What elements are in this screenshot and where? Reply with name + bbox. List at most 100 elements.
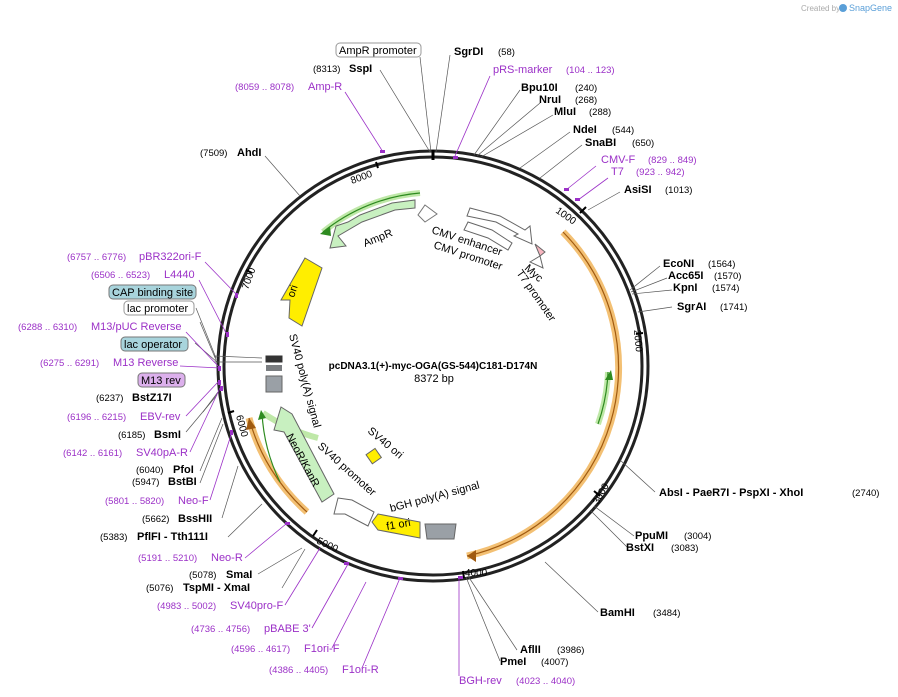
f1-ori-feature — [371, 513, 421, 539]
enzyme-tspmi[interactable]: TspMI - XmaI — [183, 582, 250, 594]
enzyme-asisi-pos: (1013) — [665, 185, 692, 196]
enzyme-bsshii[interactable]: BssHII — [178, 513, 212, 525]
enzyme-mlui[interactable]: MluI — [554, 106, 576, 118]
snapgene-logo-icon — [839, 4, 847, 12]
enzyme-bstbi[interactable]: BstBI — [168, 476, 197, 488]
enzyme-pflfi[interactable]: PflFI - Tth111I — [137, 531, 208, 543]
lac-promoter-label[interactable]: lac promoter — [127, 303, 188, 315]
enzyme-bstz17i[interactable]: BstZ17I — [132, 392, 172, 404]
enzyme-bpu10i-pos: (240) — [575, 83, 597, 94]
kb-ticks — [227, 161, 644, 579]
lac-operator-label[interactable]: lac operator — [124, 339, 182, 351]
primer-neo-f[interactable]: Neo-F — [178, 495, 209, 507]
ampr-feature — [329, 199, 416, 249]
ampr-promoter-box — [335, 42, 422, 58]
enzyme-aflii-pos: (3986) — [557, 645, 584, 656]
sv40-promoter-feature — [333, 497, 375, 527]
primer-t7[interactable]: T7 — [611, 166, 624, 178]
enzyme-nrui-pos: (268) — [575, 95, 597, 106]
tick-1000: 1000 — [553, 205, 578, 227]
enzyme-sgrdi[interactable]: SgrDI — [454, 46, 483, 58]
enzyme-bstxi[interactable]: BstXI — [626, 542, 654, 554]
enzyme-sgrai[interactable]: SgrAI — [677, 301, 706, 313]
primer-pbr322ori-f[interactable]: pBR322ori-F — [139, 251, 202, 263]
leader-lines — [185, 54, 673, 662]
neor-feature — [273, 406, 335, 503]
enzyme-bsmi[interactable]: BsmI — [154, 429, 181, 441]
enzyme-bpu10i[interactable]: Bpu10I — [521, 82, 558, 94]
primer-ebv-rev-range: (6196 .. 6215) — [67, 412, 126, 423]
primer-f1ori-f[interactable]: F1ori-F — [304, 643, 340, 655]
ori-label: ori — [285, 284, 300, 299]
primer-amp-r[interactable]: Amp-R — [308, 81, 342, 93]
primer-pbabe3[interactable]: pBABE 3' — [264, 623, 311, 635]
primer-cmv-f[interactable]: CMV-F — [601, 154, 636, 166]
enzyme-ndei[interactable]: NdeI — [573, 124, 597, 136]
primer-f1ori-f-range: (4596 .. 4617) — [231, 644, 290, 655]
enzyme-sspi[interactable]: SspI — [349, 63, 372, 75]
primer-t7-range: (923 .. 942) — [636, 167, 685, 178]
enzyme-nrui[interactable]: NruI — [539, 94, 561, 106]
myc-feature — [534, 243, 546, 257]
enzyme-pmei[interactable]: PmeI — [500, 656, 526, 668]
cap-site-box — [108, 284, 197, 300]
enzyme-mlui-pos: (288) — [589, 107, 611, 118]
primer-ebv-rev[interactable]: EBV-rev — [140, 411, 181, 423]
enzyme-snabi-pos: (650) — [632, 138, 654, 149]
enzyme-ahdi[interactable]: AhdI — [237, 147, 261, 159]
cap-site-label[interactable]: CAP binding site — [112, 287, 193, 299]
enzyme-aflii[interactable]: AflII — [520, 644, 541, 656]
enzyme-ppumi[interactable]: PpuMI — [635, 530, 668, 542]
plasmid-name: pcDNA3.1(+)-myc-OGA(GS-544)C181-D174N — [329, 361, 538, 372]
watermark-brand: SnapGene — [849, 3, 892, 13]
primer-bgh-rev[interactable]: BGH-rev — [459, 675, 502, 687]
primer-prs-marker-range: (104 .. 123) — [566, 65, 615, 76]
primer-neo-r[interactable]: Neo-R — [211, 552, 243, 564]
primer-sv40pa-r[interactable]: SV40pA-R — [136, 447, 188, 459]
primer-lines — [179, 75, 609, 676]
primer-bgh-rev-range: (4023 .. 4040) — [516, 676, 575, 687]
enzyme-ndei-pos: (544) — [612, 125, 634, 136]
enzyme-kpni-pos: (1574) — [712, 283, 739, 294]
enzyme-absi-xhoi-pos: (2740) — [852, 488, 879, 499]
enzyme-bamhi[interactable]: BamHI — [600, 607, 635, 619]
bgh-polya-feature — [424, 523, 457, 540]
ampr-promoter-boxed-label[interactable]: AmpR promoter — [339, 45, 417, 57]
enzyme-asisi[interactable]: AsiSI — [624, 184, 652, 196]
ampr-promoter-arrow — [417, 204, 438, 223]
primer-pbabe3-range: (4736 .. 4756) — [191, 624, 250, 635]
t7-promoter-feature — [528, 255, 544, 269]
enzyme-ahdi-pos: (7509) — [200, 148, 227, 159]
primer-m13puc-range: (6288 .. 6310) — [18, 322, 77, 333]
orf-arrowhead — [467, 550, 476, 562]
primer-prs-marker[interactable]: pRS-marker — [493, 64, 553, 76]
primer-m13-reverse[interactable]: M13 Reverse — [113, 357, 178, 369]
enzyme-econi[interactable]: EcoNI — [663, 258, 694, 270]
primer-f1ori-r[interactable]: F1ori-R — [342, 664, 379, 676]
primer-amp-r-range: (8059 .. 8078) — [235, 82, 294, 93]
primer-cmv-f-range: (829 .. 849) — [648, 155, 697, 166]
enzyme-absi-xhoi[interactable]: AbsI - PaeR7I - PspXI - XhoI — [659, 487, 803, 499]
tick-3000: 3000 — [591, 481, 612, 506]
primer-sv40pro-f[interactable]: SV40pro-F — [230, 600, 283, 612]
primer-sv40pa-r-range: (6142 .. 6161) — [63, 448, 122, 459]
enzyme-smai[interactable]: SmaI — [226, 569, 252, 581]
cmv-enhancer-feature — [466, 207, 533, 245]
ampr-label: AmpR — [362, 227, 395, 250]
enzyme-pflfi-pos: (5383) — [100, 532, 127, 543]
enzyme-kpni[interactable]: KpnI — [673, 282, 697, 294]
enzyme-snabi[interactable]: SnaBI — [585, 137, 616, 149]
primer-l4440[interactable]: L4440 — [164, 269, 195, 281]
primer-m13-reverse-range: (6275 .. 6291) — [40, 358, 99, 369]
bgh-polya-label: bGH poly(A) signal — [389, 479, 481, 514]
m13-rev-label[interactable]: M13 rev — [141, 375, 181, 387]
enzyme-acc65i[interactable]: Acc65I — [668, 270, 703, 282]
m13-marker-box — [265, 375, 283, 393]
enzyme-pfoi[interactable]: PfoI — [173, 464, 194, 476]
sv40-ori-feature — [365, 447, 383, 465]
enzyme-sgrdi-pos: (58) — [498, 47, 515, 58]
cmv-promoter-feature — [463, 221, 513, 251]
primer-m13puc[interactable]: M13/pUC Reverse — [91, 321, 181, 333]
enzyme-smai-pos: (5078) — [189, 570, 216, 581]
